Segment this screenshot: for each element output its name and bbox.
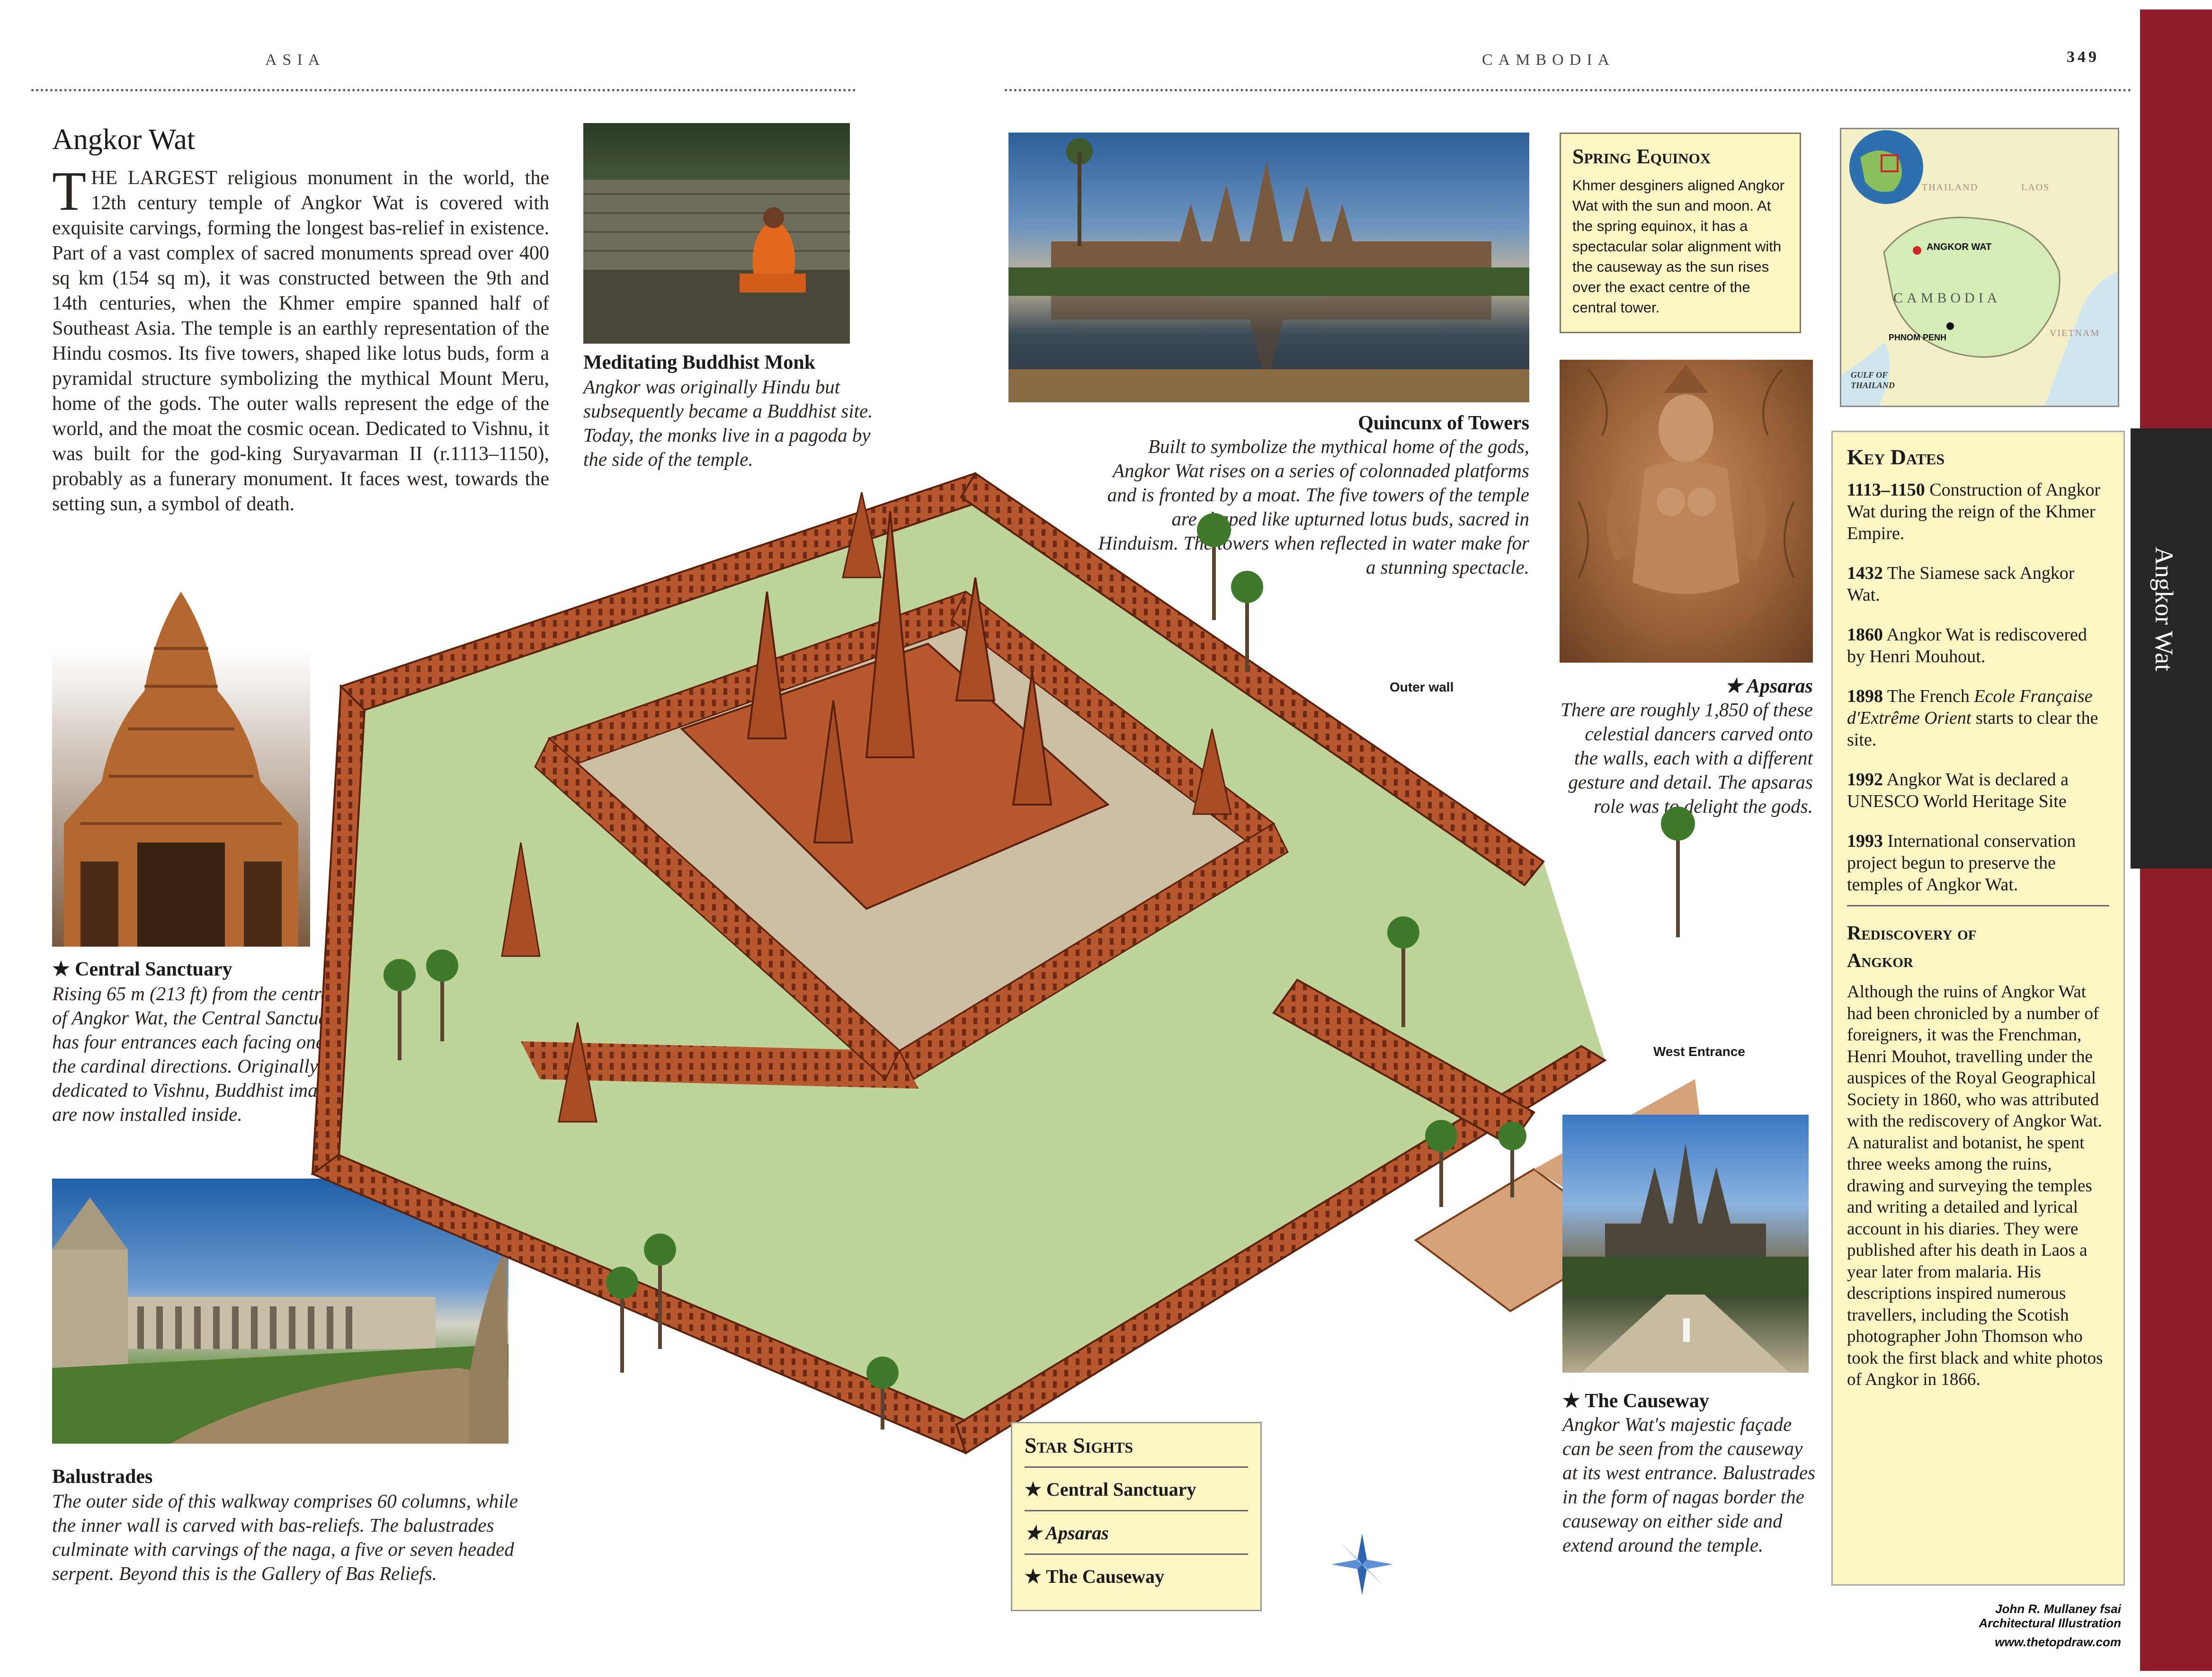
apsara-photo xyxy=(1560,360,1813,663)
key-date-entry: 1898 The French Ecole Française d'Extrêm… xyxy=(1847,685,2109,751)
credit-line1: John R. Mullaney fsai xyxy=(1995,1602,2121,1616)
apsaras-caption-text: There are roughly 1,850 of these celesti… xyxy=(1561,699,1813,817)
article-body-text: religious monument in the world, the 12t… xyxy=(52,167,549,515)
causeway-photo-art xyxy=(1562,1143,1809,1373)
page-number: 349 xyxy=(2067,48,2099,66)
rediscovery-text: Although the ruins of Angkor Wat had bee… xyxy=(1847,982,2103,1389)
map-label-gulf-line1: GULF OF xyxy=(1851,370,1888,380)
central-sanctuary-photo-art xyxy=(64,592,298,947)
key-date-text: The French xyxy=(1883,686,1974,706)
lead-in: HE LARGEST xyxy=(91,167,217,189)
locator-map: THAILAND LAOS ANGKOR WAT CAMBODIA PHNOM … xyxy=(1840,128,2119,407)
monk-caption-title: Meditating Buddhist Monk xyxy=(583,352,816,373)
map-label-gulf-line2: THAILAND xyxy=(1851,381,1895,390)
key-date-entry: 1993 International conservation project … xyxy=(1847,830,2109,896)
star-sight-apsaras: ★ Apsaras xyxy=(1025,1511,1248,1555)
star-sight-causeway: ★ The Causeway xyxy=(1025,1566,1165,1587)
balustrades-caption-title: Balustrades xyxy=(52,1466,153,1488)
towers-photo xyxy=(1008,133,1529,402)
temple-illustration-art xyxy=(310,472,1700,1455)
star-sights-title: Star Sights xyxy=(1025,1433,1248,1468)
key-date-text: International conservation project begun… xyxy=(1847,831,2076,895)
star-sight-central-sanctuary: ★ Central Sanctuary xyxy=(1025,1468,1248,1511)
causeway-photo xyxy=(1562,1115,1809,1373)
star-sights-box: Star Sights ★ Central Sanctuary ★ Apsara… xyxy=(1011,1422,1262,1611)
central-sanctuary-photo xyxy=(52,577,310,947)
balustrades-caption-text: The outer side of this walkway comprises… xyxy=(52,1490,518,1584)
map-label-angkor: ANGKOR WAT xyxy=(1927,242,1992,252)
towers-caption-text: Built to symbolize the mythical home of … xyxy=(1098,435,1529,578)
causeway-caption-title: ★ The Causeway xyxy=(1562,1390,1709,1412)
key-date-entry: 1992 Angkor Wat is declared a UNESCO Wor… xyxy=(1847,769,2109,812)
map-label-gulf: GULF OF THAILAND xyxy=(1851,370,1895,390)
key-date-year: 1860 xyxy=(1847,625,1883,645)
chapter-tab: Angkor Wat xyxy=(2131,428,2212,869)
key-dates-divider xyxy=(1847,905,2109,906)
compass-rose-icon xyxy=(1331,1534,1393,1595)
monk-caption-text: Angkor was originally Hindu but subseque… xyxy=(583,376,873,470)
running-head-left: ASIA xyxy=(265,51,326,69)
west-entrance-label: West Entrance xyxy=(1653,1044,1745,1059)
towers-caption-title: Quincunx of Towers xyxy=(1358,412,1529,434)
map-label-laos: LAOS xyxy=(2021,182,2050,193)
article-title: Angkor Wat xyxy=(52,124,196,156)
angkor-marker xyxy=(1913,246,1921,255)
spring-equinox-title: Spring Equinox xyxy=(1572,145,1711,168)
map-label-phnom-penh: PHNOM PENH xyxy=(1889,333,1947,342)
rediscovery-title-line2: Angkor xyxy=(1847,950,1913,972)
chapter-tab-label: Angkor Wat xyxy=(2150,547,2178,672)
key-date-year: 1432 xyxy=(1847,563,1883,583)
rediscovery-title: Rediscovery of Angkor xyxy=(1847,920,2109,975)
balustrades-photo xyxy=(52,1179,508,1444)
spring-equinox-box: Spring Equinox Khmer desginers aligned A… xyxy=(1560,133,1801,333)
central-sanctuary-caption-title: ★ Central Sanctuary xyxy=(52,958,232,980)
credit-line2: Architectural Illustration xyxy=(1979,1616,2122,1630)
key-date-entry: 1432 The Siamese sack Angkor Wat. xyxy=(1847,562,2109,606)
key-date-text: Angkor Wat is declared a UNESCO World He… xyxy=(1847,770,2069,811)
monk-photo xyxy=(583,123,850,344)
key-date-text: Construction of Angkor Wat during the re… xyxy=(1847,480,2101,543)
illustration-credit: John R. Mullaney fsai Architectural Illu… xyxy=(1837,1602,2122,1649)
key-date-year: 1113–1150 xyxy=(1847,480,1925,500)
key-date-entry: 1113–1150 Construction of Angkor Wat dur… xyxy=(1847,479,2109,544)
running-head-center: CAMBODIA xyxy=(1482,51,1615,69)
key-date-text: starts to clear the site. xyxy=(1847,708,2098,750)
central-sanctuary-caption-text: Rising 65 m (213 ft) from the centre of … xyxy=(52,983,345,1125)
header-rule-right xyxy=(1005,89,2132,91)
key-date-italic: Ecole Française d'Extrême Orient xyxy=(1847,686,2093,728)
key-dates-list: 1113–1150 Construction of Angkor Wat dur… xyxy=(1847,479,2109,896)
key-date-year: 1993 xyxy=(1847,831,1883,851)
towers-photo-art xyxy=(1008,138,1529,402)
apsaras-caption-title: ★ Apsaras xyxy=(1724,675,1813,697)
spring-equinox-text: Khmer desginers aligned Angkor Wat with … xyxy=(1572,177,1785,316)
compass-rose-art xyxy=(1331,1534,1393,1595)
header-rule-left xyxy=(31,89,856,91)
phnom-penh-marker xyxy=(1946,322,1954,330)
key-dates-title: Key Dates xyxy=(1847,445,1945,469)
key-date-entry: 1860 Angkor Wat is rediscovered by Henri… xyxy=(1847,624,2109,667)
key-dates-panel: Key Dates 1113–1150 Construction of Angk… xyxy=(1831,431,2125,1586)
balustrades-photo-art xyxy=(52,1198,508,1444)
rediscovery-title-line1: Rediscovery of xyxy=(1847,923,1977,944)
map-label-cambodia: CAMBODIA xyxy=(1893,290,2001,306)
key-date-year: 1898 xyxy=(1847,686,1883,706)
key-date-year: 1992 xyxy=(1847,770,1883,790)
drop-cap: T xyxy=(52,160,87,222)
map-label-vietnam: VIETNAM xyxy=(2050,328,2100,338)
causeway-caption-text: Angkor Wat's majestic façade can be seen… xyxy=(1562,1413,1816,1556)
credit-website: www.thetopdraw.com xyxy=(1995,1635,2121,1649)
outer-wall-label: Outer wall xyxy=(1390,680,1454,694)
temple-illustration xyxy=(256,435,1700,1467)
key-date-text: The Siamese sack Angkor Wat. xyxy=(1847,563,2075,605)
monk-photo-art xyxy=(583,180,850,344)
map-label-thailand: THAILAND xyxy=(1922,182,1979,193)
key-date-text: Angkor Wat is rediscovered by Henri Mouh… xyxy=(1847,625,2087,666)
apsara-photo-art xyxy=(1578,364,1795,594)
locator-map-art xyxy=(1841,129,2118,406)
